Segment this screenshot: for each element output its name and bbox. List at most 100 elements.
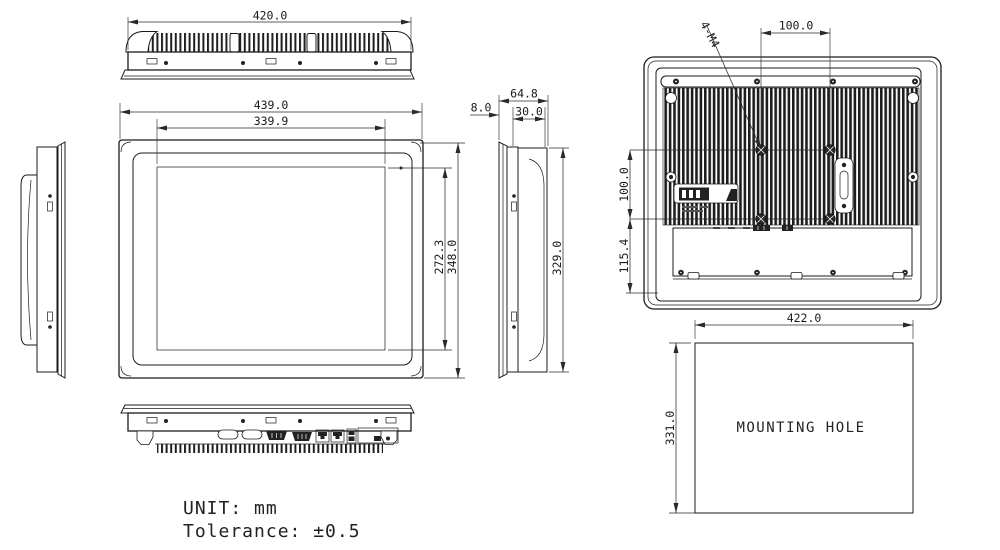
- dim-cutout-height: 331.0: [663, 342, 695, 514]
- dim-label: 100.0: [779, 19, 814, 33]
- io-cutout: [782, 225, 793, 231]
- top-view: 420.0: [120, 9, 415, 80]
- vent-slot: [385, 58, 397, 65]
- dim-label: 348.0: [445, 240, 459, 275]
- mounting-hole-view: MOUNTING HOLE 422.0 331.0: [663, 311, 914, 514]
- tolerance-note: Tolerance: ±0.5: [183, 521, 361, 542]
- dim-label: 439.0: [254, 98, 289, 112]
- vesa-holes: [755, 144, 836, 225]
- front-bezel: [132, 152, 413, 366]
- vent-slot: [47, 201, 53, 212]
- dim-label: 8.0: [471, 101, 492, 115]
- dim-screen-width: 339.9: [156, 114, 386, 164]
- screw-icon: [512, 325, 516, 329]
- rear-bottom-strip: [672, 225, 913, 280]
- screw-icon: [298, 61, 302, 65]
- usb-port: [346, 428, 357, 444]
- dim-body-depth: 30.0: [512, 105, 546, 147]
- dim-vesa-width: 100.0: [761, 19, 830, 36]
- vesa-hole: [755, 213, 767, 225]
- dim-label: 30.0: [515, 105, 543, 119]
- vent-slot: [511, 201, 517, 212]
- dim-label: 64.8: [510, 87, 538, 101]
- dim-label: 100.0: [617, 167, 631, 202]
- dim-label: 272.3: [432, 240, 446, 275]
- corner-hole: [907, 92, 919, 104]
- lan-port: [315, 429, 330, 443]
- screw-icon: [48, 194, 52, 198]
- rear-view: 4-M4 100.0 100.0 115.4: [617, 19, 942, 310]
- mounting-foot: [136, 430, 154, 445]
- heatsink-fins-rear: [662, 87, 920, 226]
- mounting-clip: [790, 272, 803, 280]
- mounting-clip: [892, 272, 905, 280]
- unit-note: UNIT: mm: [183, 498, 278, 519]
- display-area: [156, 166, 386, 351]
- front-flange-profile: [57, 141, 66, 379]
- dsub-cutout: [241, 429, 263, 440]
- dim-label: 329.0: [550, 241, 564, 276]
- vent-slot: [146, 58, 158, 65]
- vesa-screw-label: 4-M4: [697, 19, 722, 50]
- chassis-edge: [127, 51, 412, 71]
- front-flange-edge: [120, 69, 415, 80]
- screw-icon: [374, 419, 378, 423]
- front-flange-profile: [498, 141, 508, 379]
- body-profile: [36, 146, 58, 373]
- front-flange-edge: [120, 404, 415, 414]
- body-profile: [506, 146, 519, 373]
- dim-label: 115.4: [617, 239, 631, 274]
- right-side-view: 64.8 8.0 30.0 329.0: [470, 87, 569, 379]
- screw-icon: [164, 61, 168, 65]
- rear-body: [655, 67, 922, 302]
- front-flange: [118, 139, 424, 379]
- io-cover-panel: [672, 227, 913, 277]
- mounting-hole-label: MOUNTING HOLE: [736, 420, 865, 436]
- screw-icon: [298, 419, 302, 423]
- dsub-cutout: [217, 429, 239, 440]
- chassis-profile: [517, 147, 548, 373]
- vent-slot: [265, 58, 277, 65]
- io-cutout: [753, 225, 770, 231]
- mounting-clip: [229, 33, 240, 53]
- heatsink-fins-bottom: [157, 444, 383, 453]
- dim-top-width: 420.0: [127, 9, 412, 50]
- top-bar-screws: [673, 78, 918, 85]
- cutout-rectangle: [694, 342, 914, 514]
- power-terminal: [673, 183, 739, 212]
- mounting-clip: [306, 33, 317, 53]
- power-port-area: [357, 427, 399, 444]
- dim-screen-height: 272.3: [388, 167, 452, 351]
- screw-icon: [241, 61, 245, 65]
- top-mount-bar: [660, 75, 921, 88]
- rear-flange: [643, 56, 942, 310]
- dim-vesa-height: 100.0: [617, 150, 633, 219]
- vesa-hole: [824, 213, 836, 225]
- vent-slot: [265, 417, 277, 424]
- dim-panel-height: 348.0: [420, 142, 465, 379]
- vesa-slot-plate: [834, 157, 854, 214]
- screw-icon: [512, 194, 516, 198]
- drawing-notes: UNIT: mm Tolerance: ±0.5: [183, 498, 361, 542]
- vesa-hole: [824, 144, 836, 156]
- io-ports: [217, 427, 399, 444]
- heatsink-fins-top: [143, 33, 396, 52]
- dim-front-width: 439.0: [119, 98, 423, 139]
- vent-slot: [47, 311, 53, 322]
- screw-icon: [374, 61, 378, 65]
- vent-slot: [146, 417, 158, 424]
- bottom-view: [120, 404, 415, 453]
- vent-slot: [385, 417, 397, 424]
- screw-icon: [48, 325, 52, 329]
- lan-port: [330, 429, 345, 443]
- dim-label: 420.0: [253, 9, 288, 23]
- dim-cutout-width: 422.0: [694, 311, 914, 339]
- dim-side-height: 329.0: [549, 147, 569, 373]
- dim-label: 422.0: [787, 311, 822, 325]
- front-view: 439.0 339.9 272.3 348.0: [118, 98, 465, 379]
- dim-label: 339.9: [254, 114, 289, 128]
- vesa-hole: [755, 144, 767, 156]
- screw-icon: [164, 419, 168, 423]
